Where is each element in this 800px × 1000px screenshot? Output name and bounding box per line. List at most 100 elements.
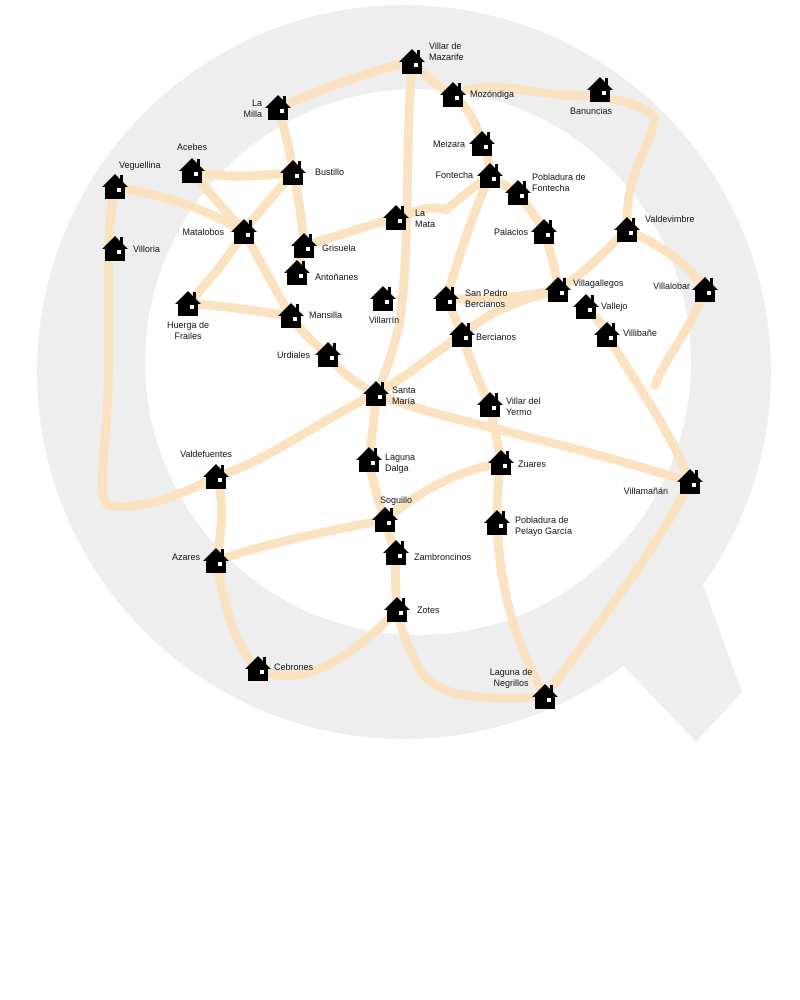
town-valdefuentes: Valdefuentes: [180, 449, 232, 489]
road-segment: [650, 285, 710, 390]
house-icon: [433, 286, 459, 311]
road-segment: [602, 330, 695, 487]
house-icon: [363, 381, 389, 406]
town-fontecha: Fontecha: [435, 163, 503, 188]
town-label: Bustillo: [315, 167, 344, 177]
house-icon: [469, 131, 495, 156]
town-label-line: Matalobos: [182, 227, 224, 237]
town-mozondiga: Mozóndiga: [440, 82, 514, 107]
town-bercianos: Bercianos: [449, 322, 517, 347]
road-segment: [253, 605, 402, 681]
road-segment: [110, 182, 249, 237]
town-label: Mansilla: [309, 310, 342, 320]
town-label-line: Bercianos: [476, 332, 517, 342]
house-icon: [692, 277, 718, 302]
town-label-line: Zambroncinos: [414, 552, 472, 562]
road-segment: [211, 515, 390, 566]
town-label-line: Pobladura de: [532, 172, 586, 182]
town-label-line: Huerga de: [167, 320, 209, 330]
house-icon: [614, 217, 640, 242]
road-segment: [448, 82, 660, 235]
road-segment: [392, 605, 550, 703]
house-icon: [573, 294, 599, 319]
town-label: Villibañe: [623, 328, 657, 338]
house-icon: [383, 205, 409, 230]
house-icon: [284, 260, 310, 285]
town-label-line: Mata: [415, 219, 435, 229]
road-segment: [211, 389, 381, 482]
town-zotes: Zotes: [384, 597, 440, 622]
town-palacios: Palacios: [494, 219, 557, 244]
town-label-line: Negrillos: [493, 678, 529, 688]
house-icon: [545, 277, 571, 302]
town-label-line: Acebes: [177, 142, 208, 152]
town-label-line: Villar de: [429, 41, 461, 51]
house-icon: [315, 342, 341, 367]
house-icon: [245, 656, 271, 681]
town-label: Zotes: [417, 605, 440, 615]
house-icon: [231, 219, 257, 244]
town-label: Villoria: [133, 244, 160, 254]
town-label-line: Mansilla: [309, 310, 342, 320]
town-label-line: Dalga: [385, 463, 409, 473]
road-segment: [380, 458, 506, 525]
town-label-line: Vallejo: [601, 301, 627, 311]
town-label: Fontecha: [435, 170, 473, 180]
town-valdevimbre: Valdevimbre: [614, 214, 694, 242]
town-villalobar: Villalobar: [653, 277, 718, 302]
town-label-line: Fontecha: [532, 183, 570, 193]
town-label-line: Villalobar: [653, 281, 690, 291]
road-segment: [371, 389, 695, 487]
town-label: Antoñanes: [315, 272, 359, 282]
town-label-line: Pelayo García: [515, 526, 572, 536]
town-villoria: Villoria: [102, 236, 160, 261]
town-label-line: Laguna de: [490, 667, 533, 677]
house-icon: [484, 510, 510, 535]
town-grisuela: Grisuela: [291, 233, 356, 258]
town-label-line: Soguillo: [380, 495, 412, 505]
town-label-line: Villagallegos: [573, 278, 624, 288]
town-label-line: Villamañán: [624, 486, 668, 496]
town-label: Villarrín: [369, 315, 399, 325]
town-cebrones: Cebrones: [245, 656, 314, 681]
town-label: Vallejo: [601, 301, 627, 311]
house-icon: [278, 303, 304, 328]
town-label-line: Yermo: [506, 407, 532, 417]
house-icon: [477, 392, 503, 417]
town-label: Valdefuentes: [180, 449, 232, 459]
house-icon: [587, 77, 613, 102]
town-matalobos: Matalobos: [182, 219, 257, 244]
town-label-line: Bustillo: [315, 167, 344, 177]
town-label-line: Cebrones: [274, 662, 314, 672]
town-label-line: Pobladura de: [515, 515, 569, 525]
town-label-line: La: [252, 98, 262, 108]
town-label-line: Villibañe: [623, 328, 657, 338]
town-label-line: Villarrín: [369, 315, 399, 325]
town-soguillo: Soguillo: [372, 495, 412, 532]
road-segment: [273, 57, 417, 113]
town-label: Acebes: [177, 142, 208, 152]
town-label-line: Fontecha: [435, 170, 473, 180]
house-icon: [488, 450, 514, 475]
house-icon: [265, 95, 291, 120]
town-label: Grisuela: [322, 243, 356, 253]
house-icon: [175, 291, 201, 316]
town-label: Mozóndiga: [470, 89, 514, 99]
house-icon: [102, 236, 128, 261]
house-icon: [532, 684, 558, 709]
road-segment: [183, 299, 296, 321]
town-villarrin: Villarrín: [369, 286, 399, 325]
town-label: Villamañán: [624, 486, 668, 496]
